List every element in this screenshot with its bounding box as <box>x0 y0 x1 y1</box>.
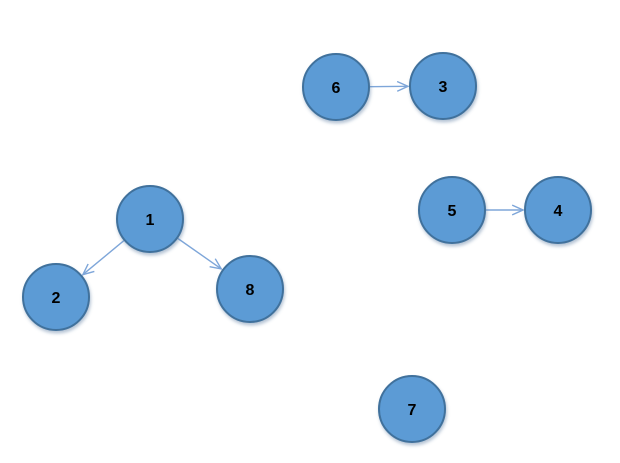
graph-node-7[interactable]: 7 <box>378 375 446 443</box>
node-circle-5[interactable] <box>418 176 486 244</box>
graph-edge-1-2[interactable] <box>83 240 125 275</box>
node-circle-4[interactable] <box>524 176 592 244</box>
graph-node-3[interactable]: 3 <box>409 52 477 120</box>
graph-edge-1-8[interactable] <box>177 237 221 269</box>
graph-node-2[interactable]: 2 <box>22 263 90 331</box>
node-circle-7[interactable] <box>378 375 446 443</box>
graph-node-4[interactable]: 4 <box>524 176 592 244</box>
node-circle-3[interactable] <box>409 52 477 120</box>
node-circle-8[interactable] <box>216 255 284 323</box>
node-circle-2[interactable] <box>22 263 90 331</box>
edges-layer <box>83 86 523 274</box>
graph-node-5[interactable]: 5 <box>418 176 486 244</box>
graph-node-8[interactable]: 8 <box>216 255 284 323</box>
graph-node-1[interactable]: 1 <box>116 185 184 253</box>
node-circle-6[interactable] <box>302 53 370 121</box>
graph-node-6[interactable]: 6 <box>302 53 370 121</box>
node-circle-1[interactable] <box>116 185 184 253</box>
